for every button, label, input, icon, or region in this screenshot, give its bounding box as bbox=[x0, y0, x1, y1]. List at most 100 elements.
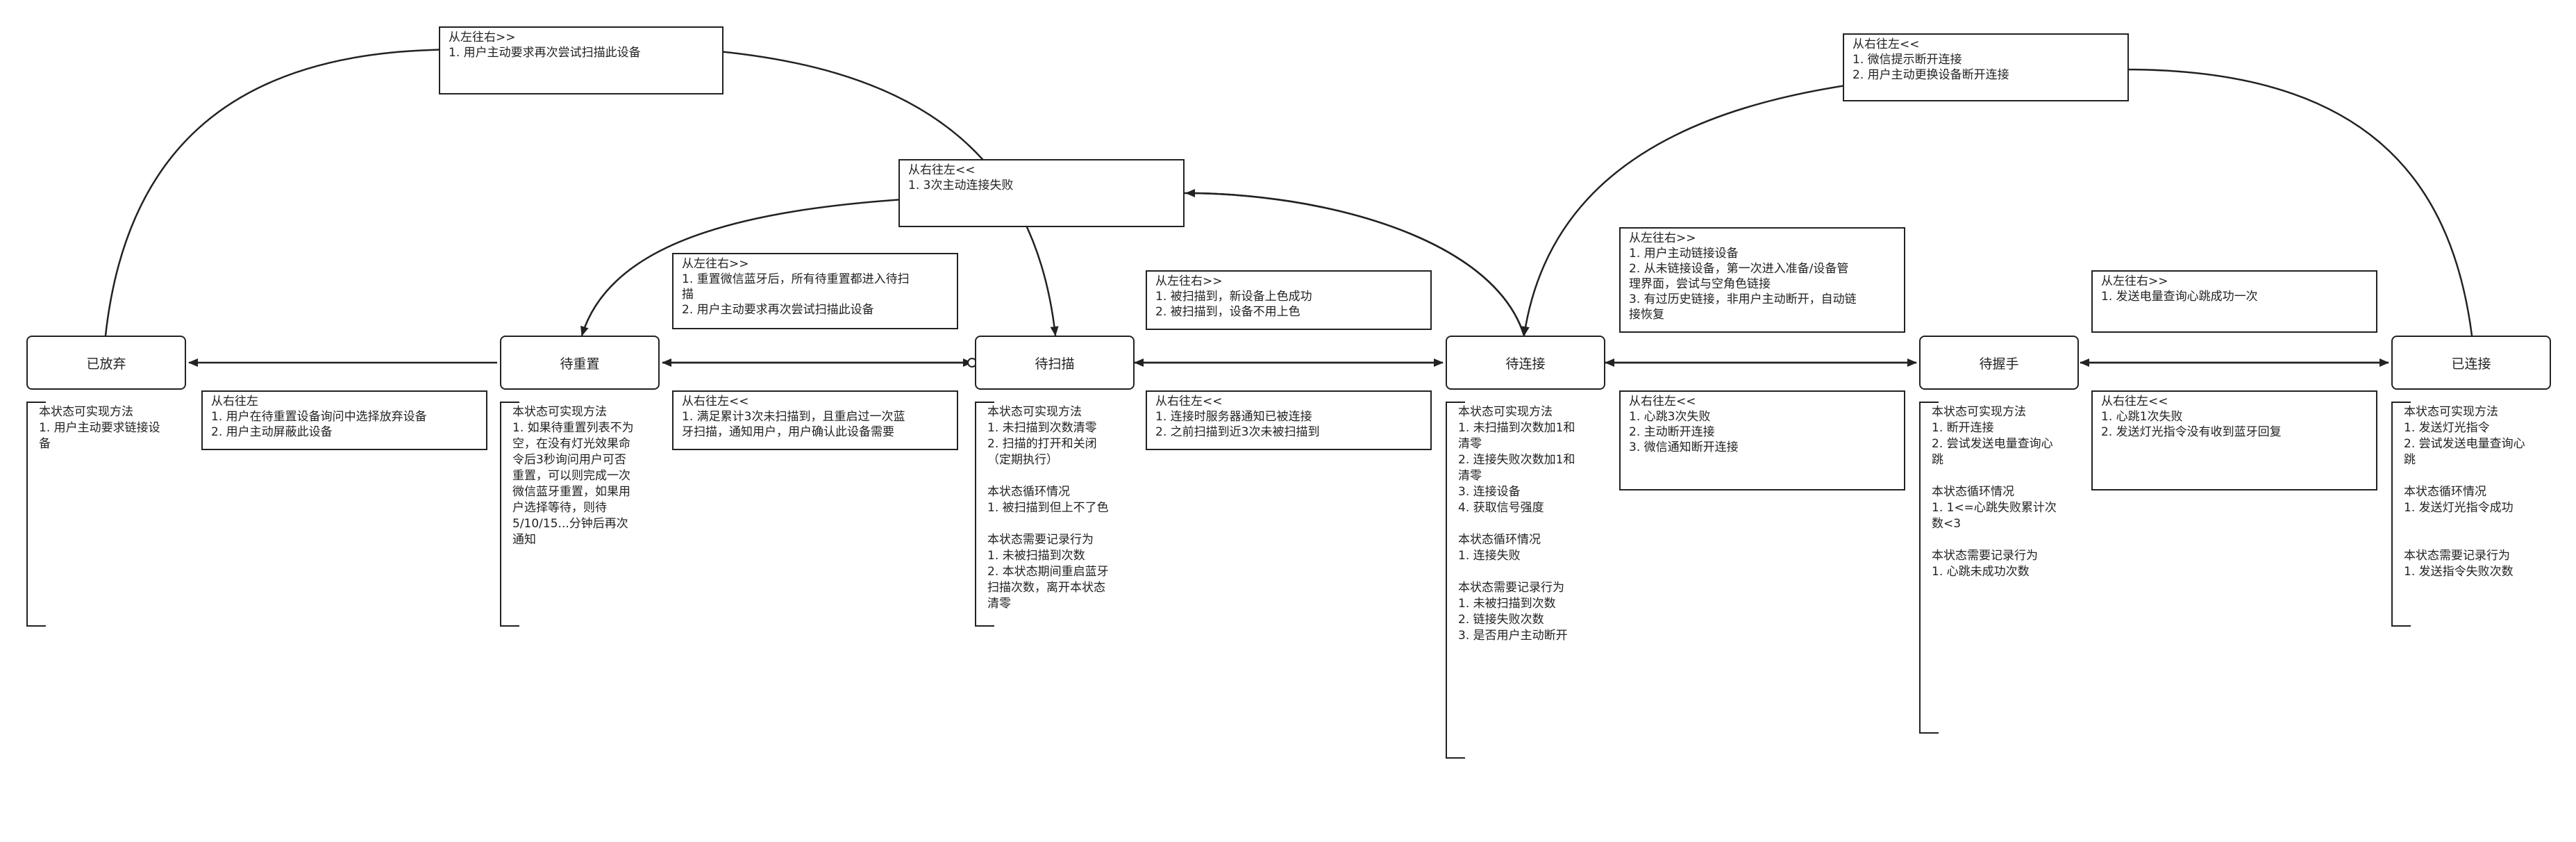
note-line: 2. 用户主动屏蔽此设备 bbox=[211, 425, 333, 439]
note-line: 从左往右>> bbox=[682, 257, 749, 271]
note-line: 3. 有过历史链接，非用户主动断开，自动链 bbox=[1629, 292, 1857, 306]
desc-line: 清零 bbox=[987, 597, 1011, 611]
desc-line: 清零 bbox=[1458, 437, 1482, 451]
note-line: 从左往右>> bbox=[1629, 231, 1696, 245]
desc-line: 3. 是否用户主动断开 bbox=[1458, 629, 1568, 643]
note-line: 2. 之前扫描到近3次未被扫描到 bbox=[1155, 425, 1320, 439]
desc-connected: 本状态可实现方法 1. 发送灯光指令 2. 尝试发送电量查询心 跳 本状态循环情… bbox=[2391, 402, 2545, 627]
desc-line: 4. 获取信号强度 bbox=[1458, 501, 1544, 515]
note-handshake-to-connected: 从左往右>> 1. 发送电量查询心跳成功一次 bbox=[2091, 270, 2377, 333]
desc-line: 跳 bbox=[2404, 453, 2416, 467]
note-line: 1. 微信提示断开连接 bbox=[1852, 53, 1962, 67]
desc-line: 本状态循环情况 bbox=[987, 485, 1070, 499]
note-reset-to-abandoned: 从右往左 1. 用户在待重置设备询问中选择放弃设备 2. 用户主动屏蔽此设备 bbox=[201, 390, 487, 450]
note-line: 从右往左<< bbox=[1852, 38, 1920, 51]
note-line: 1. 满足累计3次未扫描到，且重启过一次蓝 bbox=[682, 410, 905, 424]
desc-line: 本状态需要记录行为 bbox=[1458, 581, 1564, 595]
desc-line: 1. 未扫描到次数清零 bbox=[987, 421, 1097, 435]
note-connect-fail: 从右往左<< 1. 3次主动连接失败 bbox=[898, 159, 1185, 227]
desc-line: 2. 扫描的打开和关闭 bbox=[987, 437, 1097, 451]
desc-line: 1. 发送指令失败次数 bbox=[2404, 565, 2514, 579]
desc-line: 3. 连接设备 bbox=[1458, 485, 1521, 499]
note-line: 从左往右>> bbox=[2101, 274, 2168, 288]
desc-line: 本状态需要记录行为 bbox=[987, 533, 1094, 547]
desc-line: 户选择等待，则待 bbox=[512, 501, 607, 515]
desc-line: 1. 用户主动要求链接设 bbox=[39, 421, 160, 435]
desc-pending-handshake: 本状态可实现方法 1. 断开连接 2. 尝试发送电量查询心 跳 本状态循环情况 … bbox=[1919, 402, 2073, 734]
desc-line: 扫描次数，离开本状态 bbox=[987, 581, 1105, 595]
desc-line: 2. 本状态期间重启蓝牙 bbox=[987, 565, 1109, 579]
note-line: 3. 微信通知断开连接 bbox=[1629, 440, 1739, 454]
note-line: 2. 用户主动要求再次尝试扫描此设备 bbox=[682, 303, 874, 317]
state-connected: 已连接 bbox=[2391, 336, 2551, 390]
state-abandoned: 已放弃 bbox=[26, 336, 186, 390]
desc-pending-reset: 本状态可实现方法 1. 如果待重置列表不为 空，在没有灯光效果命 令后3秒询问用… bbox=[500, 402, 654, 627]
note-line: 从右往左<< bbox=[908, 163, 976, 177]
note-line: 牙扫描，通知用户，用户确认此设备需要 bbox=[682, 425, 894, 439]
desc-line: 通知 bbox=[512, 533, 536, 547]
desc-line: 2. 尝试发送电量查询心 bbox=[1932, 437, 2053, 451]
desc-line: 重置，可以则完成一次 bbox=[512, 469, 630, 483]
desc-line: 2. 链接失败次数 bbox=[1458, 613, 1544, 627]
note-line: 1. 被扫描到，新设备上色成功 bbox=[1155, 290, 1312, 304]
note-line: 2. 主动断开连接 bbox=[1629, 425, 1715, 439]
desc-line: 本状态可实现方法 bbox=[1932, 405, 2026, 419]
note-line: 1. 心跳1次失败 bbox=[2101, 410, 2183, 424]
note-line: 从右往左<< bbox=[1155, 395, 1223, 408]
arrow-connect-to-scan-top bbox=[1185, 189, 1525, 336]
note-line: 1. 用户主动链接设备 bbox=[1629, 247, 1739, 261]
desc-line: 1. 发送灯光指令成功 bbox=[2404, 501, 2514, 515]
desc-line: 1. 被扫描到但上不了色 bbox=[987, 501, 1109, 515]
desc-line: 1. 如果待重置列表不为 bbox=[512, 421, 634, 435]
note-scan-to-connect: 从左往右>> 1. 被扫描到，新设备上色成功 2. 被扫描到，设备不用上色 bbox=[1146, 270, 1432, 330]
note-handshake-to-connect: 从右往左<< 1. 心跳3次失败 2. 主动断开连接 3. 微信通知断开连接 bbox=[1619, 390, 1905, 490]
desc-line: 本状态可实现方法 bbox=[39, 405, 133, 419]
desc-line: 本状态需要记录行为 bbox=[1932, 549, 2038, 563]
note-line: 从右往左<< bbox=[1629, 395, 1696, 408]
note-line: 2. 从未链接设备，第一次进入准备/设备管 bbox=[1629, 262, 1849, 276]
desc-line: 1. 发送灯光指令 bbox=[2404, 421, 2490, 435]
note-disconnect: 从右往左<< 1. 微信提示断开连接 2. 用户主动更换设备断开连接 bbox=[1843, 33, 2129, 101]
note-line: 接恢复 bbox=[1629, 308, 1664, 322]
desc-line: 本状态需要记录行为 bbox=[2404, 549, 2510, 563]
note-line: 1. 心跳3次失败 bbox=[1629, 410, 1711, 424]
desc-line: 2. 连接失败次数加1和 bbox=[1458, 453, 1575, 467]
desc-line: 空，在没有灯光效果命 bbox=[512, 437, 630, 451]
note-line: 2. 被扫描到，设备不用上色 bbox=[1155, 305, 1300, 319]
desc-line: 本状态可实现方法 bbox=[1458, 405, 1553, 419]
note-retry-scan: 从左往右>> 1. 用户主动要求再次尝试扫描此设备 bbox=[439, 26, 724, 94]
desc-line: 跳 bbox=[1932, 453, 1943, 467]
desc-line: 1. 1<=心跳失败累计次 bbox=[1932, 501, 2057, 515]
desc-line: 1. 未被扫描到次数 bbox=[987, 549, 1085, 563]
desc-line: （定期执行） bbox=[987, 453, 1058, 467]
note-line: 理界面，尝试与空角色链接 bbox=[1629, 277, 1771, 291]
note-scan-to-reset: 从右往左<< 1. 满足累计3次未扫描到，且重启过一次蓝 牙扫描，通知用户，用户… bbox=[672, 390, 958, 450]
note-line: 2. 发送灯光指令没有收到蓝牙回复 bbox=[2101, 425, 2282, 439]
note-line: 2. 用户主动更换设备断开连接 bbox=[1852, 68, 2009, 82]
desc-line: 1. 心跳未成功次数 bbox=[1932, 565, 2030, 579]
note-line: 1. 3次主动连接失败 bbox=[908, 179, 1014, 192]
desc-line: 1. 未扫描到次数加1和 bbox=[1458, 421, 1575, 435]
note-line: 1. 发送电量查询心跳成功一次 bbox=[2101, 290, 2258, 304]
desc-line: 本状态可实现方法 bbox=[987, 405, 1082, 419]
note-line: 1. 用户在待重置设备询问中选择放弃设备 bbox=[211, 410, 427, 424]
note-connected-to-handshake: 从右往左<< 1. 心跳1次失败 2. 发送灯光指令没有收到蓝牙回复 bbox=[2091, 390, 2377, 490]
state-pending-handshake: 待握手 bbox=[1919, 336, 2079, 390]
desc-line: 清零 bbox=[1458, 469, 1482, 483]
desc-pending-connect: 本状态可实现方法 1. 未扫描到次数加1和 清零 2. 连接失败次数加1和 清零… bbox=[1446, 402, 1600, 759]
desc-line: 本状态可实现方法 bbox=[2404, 405, 2498, 419]
desc-line: 1. 未被扫描到次数 bbox=[1458, 597, 1556, 611]
desc-pending-scan: 本状态可实现方法 1. 未扫描到次数清零 2. 扫描的打开和关闭 （定期执行） … bbox=[975, 402, 1129, 627]
desc-line: 本状态循环情况 bbox=[1458, 533, 1541, 547]
desc-line: 数<3 bbox=[1932, 517, 1962, 531]
note-line: 从左往右>> bbox=[1155, 274, 1223, 288]
desc-line: 本状态可实现方法 bbox=[512, 405, 607, 419]
note-connect-to-handshake: 从左往右>> 1. 用户主动链接设备 2. 从未链接设备，第一次进入准备/设备管… bbox=[1619, 227, 1905, 333]
note-line: 从右往左 bbox=[211, 395, 258, 408]
note-line: 1. 用户主动要求再次尝试扫描此设备 bbox=[449, 46, 641, 60]
desc-line: 2. 尝试发送电量查询心 bbox=[2404, 437, 2525, 451]
desc-line: 1. 连接失败 bbox=[1458, 549, 1521, 563]
state-pending-scan: 待扫描 bbox=[975, 336, 1135, 390]
note-connect-to-scan: 从右往左<< 1. 连接时服务器通知已被连接 2. 之前扫描到近3次未被扫描到 bbox=[1146, 390, 1432, 450]
note-line: 描 bbox=[682, 288, 694, 302]
